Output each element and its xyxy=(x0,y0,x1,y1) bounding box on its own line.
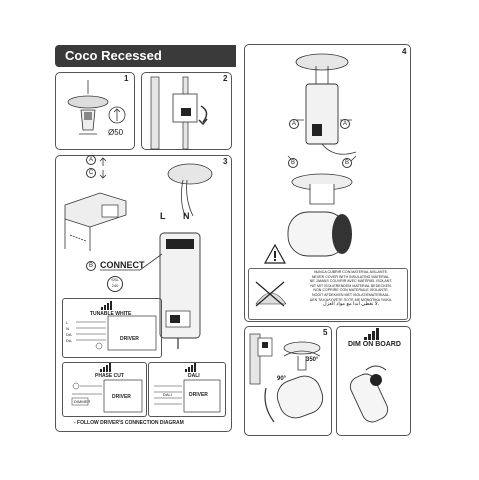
drill-icon xyxy=(108,106,126,124)
step-1-illustration xyxy=(67,80,109,135)
step4-marker-b-right: B xyxy=(342,158,352,168)
wire-l-label: L xyxy=(160,211,166,221)
step-3-number: 3 xyxy=(223,157,228,166)
dim-on-board-label: DIM ON BOARD xyxy=(348,341,401,348)
marker-c: C xyxy=(86,168,96,178)
tilt-90-label: 90° xyxy=(277,376,287,382)
ceiling-hole-illustration xyxy=(167,163,213,217)
tunable-white-label: TUNABLE WHITE xyxy=(90,311,132,317)
mounting-clip-illustration xyxy=(64,192,127,251)
phase-cut-box xyxy=(62,362,147,417)
tw-terminal-l: L xyxy=(66,320,69,325)
marker-a: A xyxy=(86,155,96,165)
tw-driver-label: DRIVER xyxy=(120,336,139,342)
dim-on-board-illustration xyxy=(349,365,389,423)
step-5-number: 5 xyxy=(323,328,328,337)
step-4-illustration xyxy=(287,53,357,257)
title-bar: Coco Recessed xyxy=(55,45,236,67)
driver-unit-illustration xyxy=(159,232,201,349)
warning-line: لا تغطي ابدا مع مواد العزل. xyxy=(323,301,379,308)
signal-bars-icon xyxy=(101,301,112,310)
step-5-illustration xyxy=(249,333,324,423)
step-2-number: 2 xyxy=(223,74,228,83)
connect-arrow xyxy=(100,253,163,271)
tw-terminal-da2: DA xyxy=(66,338,72,343)
step4-marker-b-left: B xyxy=(288,158,298,168)
signal-bars-icon xyxy=(185,363,196,372)
warning-line: NON COPRIRE CON MATERIALE ISOLANTE. xyxy=(313,288,389,293)
dali-wiring xyxy=(154,379,221,413)
signal-bars-icon xyxy=(100,363,111,372)
insulation-warning-box xyxy=(248,268,408,320)
warning-line: ΔΕΝ ΤΑ ΚΑΛΥΨΕΤΕ ΠΟΤΕ ΜΕ ΜΟΝΩΤΙΚΑ ΥΛΙΚΑ. xyxy=(309,297,393,302)
connect-label: CONNECT xyxy=(100,260,145,270)
phase-cut-wiring xyxy=(71,379,143,413)
hole-diameter-label: Ø50 xyxy=(108,128,124,137)
warning-line: NIT MIT ISOLIERENDEM MATERIAL BEDECKEN. xyxy=(310,283,392,288)
warning-line: NOOIT AFDEKKEN MET ISOLATIEMATERIAAL. xyxy=(311,292,390,297)
step-1-number: 1 xyxy=(124,74,129,83)
step-4-number: 4 xyxy=(402,47,407,56)
warning-triangle-icon xyxy=(263,243,287,264)
screw-icon xyxy=(99,157,107,179)
warning-line: NUNCA CUBRIR CON MATERIAL AISLANTE. xyxy=(313,270,389,274)
dali-driver-label: DRIVER xyxy=(189,392,208,398)
step4-marker-a-right: A xyxy=(340,119,350,129)
warning-line: NE JAMAIS COUVRIR AVEC MATÉRIEL ISOLANT. xyxy=(309,279,393,284)
tunable-white-box xyxy=(62,298,162,358)
phase-cut-label: PHASE CUT xyxy=(95,373,124,379)
dali-box xyxy=(148,362,226,417)
ssl-badge: SSL 240 xyxy=(107,276,123,292)
step-2-illustration xyxy=(150,76,208,150)
rotation-350-label: 350° xyxy=(306,357,319,363)
dali-terminal-label: DALI xyxy=(163,392,172,397)
tw-terminal-n: N xyxy=(66,326,69,331)
dimmer-label: DIMMER xyxy=(74,399,91,404)
signal-bars-icon xyxy=(364,328,379,340)
step4-marker-a-left: A xyxy=(289,119,299,129)
warning-line: NEVER COVER WITH INSULATING MATERIAL. xyxy=(311,274,391,279)
page-title: Coco Recessed xyxy=(65,48,162,63)
insulation-warning-text: NUNCA CUBRIR CON MATERIAL AISLANTE. NEVE… xyxy=(296,270,406,307)
marker-b: B xyxy=(86,261,96,271)
follow-diagram-note: - FOLLOW DRIVER'S CONNECTION DIAGRAM xyxy=(74,420,184,426)
wire-n-label: N xyxy=(183,211,190,221)
tw-terminal-da1: DA xyxy=(66,332,72,337)
no-insulation-icon xyxy=(255,281,287,307)
tunable-white-wiring xyxy=(76,315,157,351)
dali-label: DALI xyxy=(188,373,200,379)
pc-driver-label: DRIVER xyxy=(112,394,131,400)
